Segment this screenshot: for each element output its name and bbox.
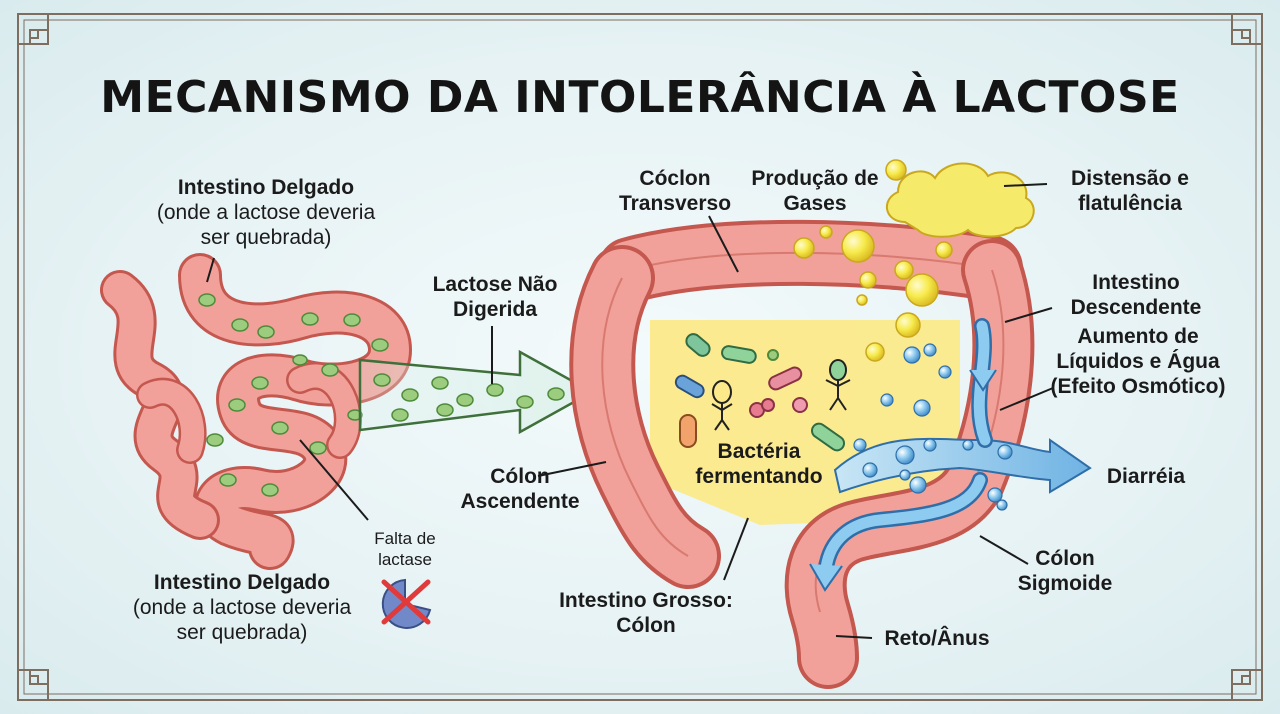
label-sigmoid-colon: Cólon Sigmoide	[1017, 547, 1113, 595]
label-small-intestine-bottom-name: Intestino Delgado	[153, 571, 331, 594]
label-fluid-increase: Aumento de Líquidos e Água (Efeito Osmót…	[1050, 325, 1226, 398]
label-small-intestine-bottom-note: (onde a lactose deveria ser quebrada)	[132, 596, 352, 644]
label-bacteria: Bactéria fermentando	[695, 440, 823, 488]
leader-lines	[206, 183, 1054, 639]
gas-cloud	[886, 162, 1035, 238]
label-diarrhea: Diarréia	[1106, 465, 1186, 488]
smiling-bacteria-icon	[711, 359, 851, 431]
label-ascending-colon: Cólon Ascendente	[460, 465, 580, 513]
label-distension: Distensão e flatulência	[1071, 167, 1189, 215]
label-gas-production: Produção de Gases	[751, 167, 879, 215]
label-lactase-missing: Falta de lactase	[374, 529, 436, 569]
label-undigested-lactose: Lactose Não Digerida	[432, 273, 558, 321]
lactase-enzyme-crossed-icon	[381, 578, 432, 629]
label-small-intestine-top-name: Intestino Delgado	[177, 176, 355, 199]
water-flow	[809, 318, 1092, 592]
decorative-frame	[17, 13, 1263, 701]
label-descending-colon: Intestino Descendente	[1070, 271, 1202, 319]
water-droplet-icon	[853, 343, 1013, 511]
gas-bubbles	[793, 159, 953, 362]
label-large-intestine: Intestino Grosso: Cólon	[559, 589, 733, 637]
label-transverse-colon: Cóclon Transverso	[618, 167, 732, 215]
bacteria-icon	[674, 333, 846, 452]
label-small-intestine-bottom: Intestino Delgado (onde a lactose deveri…	[92, 570, 392, 645]
label-small-intestine-top-note: (onde a lactose deveria ser quebrada)	[156, 201, 376, 249]
lactose-molecules-small-intestine	[198, 293, 389, 497]
page-title: MECANISMO DA INTOLERÂNCIA À LACTOSE	[100, 72, 1180, 123]
label-rectum: Reto/Ânus	[884, 627, 990, 650]
label-small-intestine-top: Intestino Delgado (onde a lactose deveri…	[116, 175, 416, 250]
bacteria-group	[674, 333, 851, 452]
